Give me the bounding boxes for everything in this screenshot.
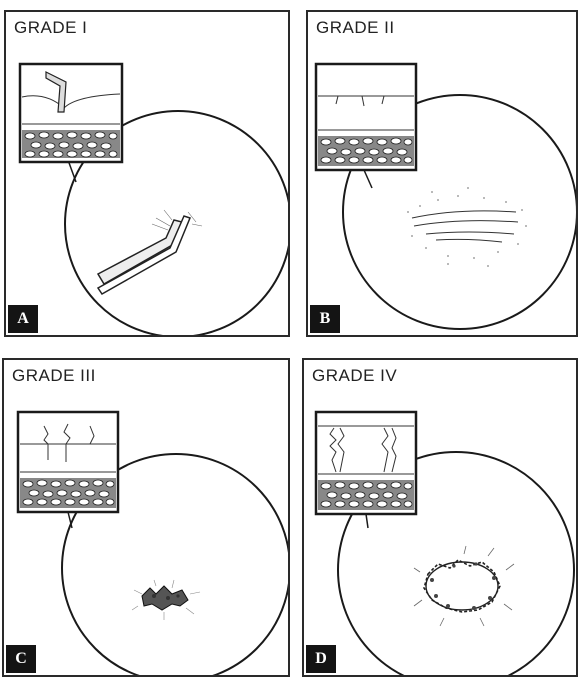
panel-letter-label: A	[8, 305, 38, 333]
grade-2-illustration	[308, 12, 578, 337]
panel-grade-2: GRADE II B	[306, 10, 578, 337]
panel-grade-3: GRADE III C	[2, 358, 290, 677]
panel-letter-label: C	[6, 645, 36, 673]
grade-title: GRADE IV	[312, 366, 397, 386]
panel-grade-4: GRADE IV D	[302, 358, 578, 677]
grade-title: GRADE I	[14, 18, 87, 38]
grade-4-illustration	[304, 360, 578, 677]
panel-letter-label: D	[306, 645, 336, 673]
grade-title: GRADE II	[316, 18, 395, 38]
grade-title: GRADE III	[12, 366, 96, 386]
grade-1-illustration	[6, 12, 290, 337]
panel-grade-1: GRADE I A	[4, 10, 290, 337]
panel-letter-label: B	[310, 305, 340, 333]
grade-3-illustration	[4, 360, 290, 677]
